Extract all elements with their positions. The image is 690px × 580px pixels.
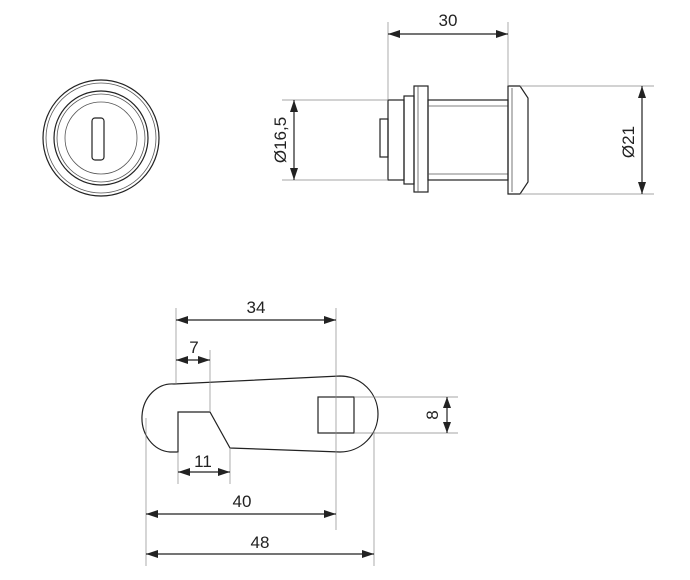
dimension-11: 11 — [177, 448, 231, 484]
dim-label-16-5: Ø16,5 — [271, 117, 290, 163]
dimension-48: 48 — [146, 430, 375, 566]
dim-label-34: 34 — [247, 298, 266, 317]
dim-label-7: 7 — [189, 338, 198, 357]
lock-side-view — [379, 85, 529, 195]
dimension-diameter-21: Ø21 — [520, 85, 654, 195]
dim-label-40: 40 — [233, 492, 252, 511]
dimension-40: 40 — [145, 418, 336, 566]
dim-label-48: 48 — [251, 533, 270, 552]
dim-label-30: 30 — [439, 11, 458, 30]
lock-front-view — [42, 79, 160, 197]
dimension-7: 7 — [176, 338, 211, 412]
dim-label-21: Ø21 — [619, 126, 638, 158]
cam-profile — [141, 375, 379, 453]
dimension-34: 34 — [175, 298, 337, 530]
dimension-30: 30 — [387, 11, 509, 100]
dim-label-11: 11 — [194, 452, 212, 471]
dimension-8: 8 — [354, 396, 458, 434]
dimension-diameter-16-5: Ø16,5 — [271, 99, 388, 181]
dim-label-8: 8 — [423, 410, 442, 419]
key-slot — [91, 117, 105, 161]
